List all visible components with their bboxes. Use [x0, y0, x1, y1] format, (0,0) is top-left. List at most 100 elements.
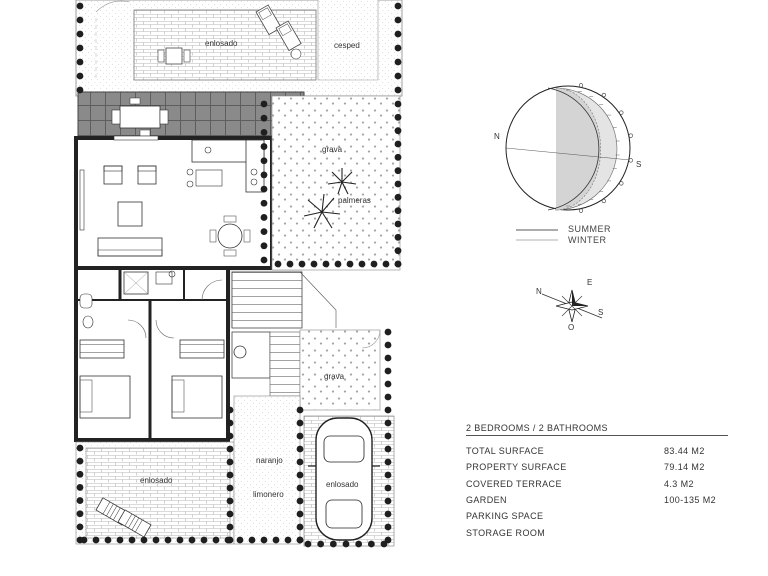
hedge-dot	[358, 260, 366, 268]
label-enlosado-top: enlosado	[205, 39, 238, 48]
hedge-dot	[76, 72, 84, 80]
hedge-dot	[334, 260, 342, 268]
hedge-dot	[394, 247, 402, 255]
hedge-dot	[384, 484, 392, 492]
hedge-dot	[342, 540, 350, 548]
label-grava-bottom: grava	[324, 372, 345, 381]
hedge-dot	[200, 536, 208, 544]
hedge-dot	[394, 30, 402, 38]
hedge-dot	[76, 30, 84, 38]
label-enlosado-parking: enlosado	[326, 480, 359, 489]
hedge-dot	[260, 214, 268, 221]
hedge-dot	[394, 100, 402, 108]
hedge-dot	[226, 445, 234, 453]
spec-label: PARKING SPACE	[466, 511, 544, 521]
hedge-dot	[346, 260, 354, 268]
hedge-dot	[296, 419, 304, 427]
hedge-dot	[152, 536, 160, 544]
hedge-dot	[104, 536, 112, 544]
hedge-dot	[394, 140, 402, 148]
bottom-garden	[75, 395, 301, 545]
hedge-dot	[76, 16, 84, 24]
hedge-dot	[296, 432, 304, 440]
hedge-dot	[384, 497, 392, 505]
spec-row: STORAGE ROOM	[466, 528, 728, 540]
hedge-dot	[226, 536, 234, 544]
hedge-dot	[384, 328, 392, 336]
hedge-dot	[384, 471, 392, 479]
sun-hour-marker	[601, 92, 606, 98]
specs-title: 2 BEDROOMS / 2 BATHROOMS	[466, 423, 728, 436]
hedge-dot	[317, 540, 325, 548]
hedge-dot	[384, 510, 392, 518]
hedge-dot	[382, 260, 390, 268]
hedge-dot	[322, 260, 330, 268]
compass-north-letter: N	[536, 287, 542, 296]
hedge-dot	[394, 260, 402, 268]
hedge-dot	[128, 536, 136, 544]
hedge-dot	[384, 367, 392, 375]
hedge-dot	[384, 523, 392, 531]
hedge-dot	[236, 536, 244, 544]
hedge-dot	[304, 540, 312, 548]
hedge-dot	[260, 171, 268, 179]
hedge-dot	[394, 127, 402, 135]
hedge-dot	[370, 260, 378, 268]
hedge-dot	[384, 393, 392, 401]
legend-summer: SUMMER	[568, 224, 611, 234]
hedge-dot	[260, 157, 268, 165]
house-interior	[74, 135, 274, 270]
hedge-dot	[212, 536, 220, 544]
hedge-dot	[76, 470, 84, 478]
compass-east-letter: E	[587, 278, 592, 287]
hedge-dot	[394, 44, 402, 52]
sun-path-diagram: N S	[494, 83, 641, 241]
hedge-dot	[394, 220, 402, 228]
hedge-dot	[394, 86, 402, 94]
hedge-dot	[260, 536, 268, 544]
hedge-dot	[284, 536, 292, 544]
hedge-dot	[76, 2, 84, 10]
hedge-dot	[226, 406, 234, 414]
hedge-dot	[176, 536, 184, 544]
sun-hour-marker	[628, 158, 633, 163]
bedroom-wing	[74, 266, 230, 442]
hedge-dot	[260, 100, 268, 108]
hedge-dot	[260, 242, 268, 250]
hedge-dot	[296, 497, 304, 505]
hedge-dot	[116, 536, 124, 544]
hedge-dot	[296, 523, 304, 531]
spec-row: TOTAL SURFACE 83.44 M2	[466, 446, 728, 458]
hedge-dot	[226, 497, 234, 505]
hedge-dot	[76, 86, 84, 94]
label-cesped: cesped	[334, 41, 360, 50]
label-palmeras: palmeras	[338, 196, 371, 205]
hedge-dot	[260, 128, 268, 136]
spec-value: 100-135 M2	[664, 495, 717, 505]
hedge-dot	[76, 44, 84, 52]
hedge-dot	[80, 536, 88, 544]
hedge-dot	[394, 233, 402, 241]
hedge-dot	[296, 510, 304, 518]
hedge-dot	[394, 2, 402, 10]
hedge-dot	[310, 260, 318, 268]
hedge-dot	[260, 143, 268, 150]
hedge-dot	[394, 180, 402, 188]
label-grava-top: grava	[322, 145, 343, 154]
spec-row: COVERED TERRACE 4.3 M2	[466, 479, 728, 491]
hedge-dot	[226, 432, 234, 440]
hedge-dot	[76, 510, 84, 518]
hedge-dot	[380, 540, 388, 548]
hedge-dot	[76, 58, 84, 66]
hedge-dot	[164, 536, 172, 544]
spec-row: PROPERTY SURFACE 79.14 M2	[466, 462, 728, 474]
hedge-dot	[296, 471, 304, 479]
sun-hour-marker	[578, 208, 584, 213]
hedge-dot	[329, 540, 337, 548]
sun-hour-marker	[628, 133, 633, 138]
spec-row: GARDEN 100-135 M2	[466, 495, 728, 507]
hedge-dot	[226, 419, 234, 427]
hedge-dot	[394, 113, 402, 121]
hedge-dot	[384, 354, 392, 362]
